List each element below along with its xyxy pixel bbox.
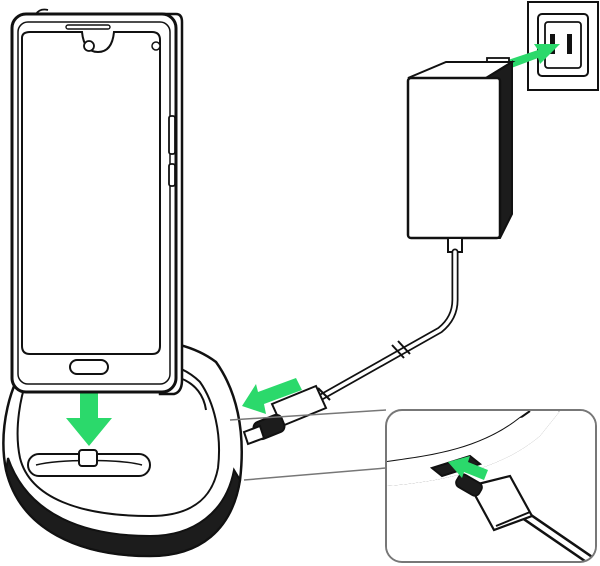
ac-adapter [406, 57, 516, 253]
wall-outlet [527, 1, 599, 91]
callout-lines [229, 409, 387, 481]
insert-down-arrow [66, 380, 112, 446]
usb-cable [312, 248, 459, 404]
plug-in-arrow [502, 44, 560, 70]
inset-arrow [448, 456, 488, 480]
insert-left-arrow [242, 378, 302, 414]
smartphone [10, 8, 184, 396]
inset-detail [385, 409, 597, 563]
